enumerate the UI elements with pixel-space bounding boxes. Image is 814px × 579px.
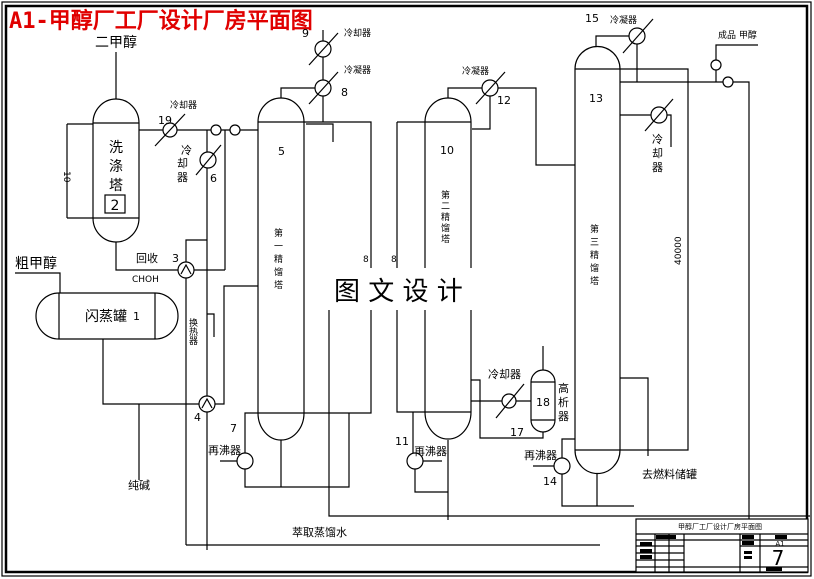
pump-icon <box>210 124 222 136</box>
reboiler-7-label: 再沸器 <box>208 444 241 457</box>
inner-frame <box>4 4 809 574</box>
wash-tower-label-3: 塔 <box>109 178 123 194</box>
cooler-19-number: 19 <box>158 114 172 127</box>
column-dimension-1: 8 <box>363 255 369 265</box>
cooler-17-label: 冷却器 <box>488 368 521 381</box>
exchanger-4-number: 4 <box>194 411 201 424</box>
wash-tower-label-1: 洗 <box>109 140 123 156</box>
exchanger-4-label: 换热器 <box>187 317 198 345</box>
separator-18-number: 18 <box>536 396 550 409</box>
condenser-12-label: 冷凝器 <box>462 65 489 77</box>
stream-choh: CHOH <box>132 275 159 285</box>
wash-tower-label-2: 涤 <box>109 159 123 175</box>
stream-recovery: 回收 <box>136 251 158 265</box>
stream-soda: 纯碱 <box>128 479 150 492</box>
flash-tank-label: 闪蒸罐 <box>85 309 127 325</box>
reboiler-11-number: 11 <box>395 435 409 448</box>
cooler-19-label: 冷却器 <box>170 99 197 111</box>
stream-crude-methanol: 粗甲醇 <box>15 255 57 272</box>
pump-icon <box>710 59 722 71</box>
reboiler-14-number: 14 <box>543 475 557 488</box>
reboiler-14-label: 再沸器 <box>524 449 557 462</box>
column-5-label: 第一精馏塔 <box>272 227 283 293</box>
column-13-label: 第三精馏塔 <box>588 223 599 289</box>
column-dimension-2: 8 <box>391 255 397 265</box>
condenser-15-number: 15 <box>585 12 599 25</box>
title-block-size: A1 <box>775 540 784 548</box>
cooler-6-number: 6 <box>210 172 217 185</box>
cooler-17-number: 17 <box>510 426 524 439</box>
cooler-9-number: 9 <box>302 27 309 40</box>
cooler-side-label-2: 却 <box>652 147 663 160</box>
pump-icon <box>229 124 241 136</box>
drawing-title: A1-甲醇厂工厂设计厂房平面图 <box>9 8 313 34</box>
title-block-drawing-name: 甲醇厂工厂设计厂房平面图 <box>678 522 762 531</box>
condenser-8-label: 冷凝器 <box>344 64 371 76</box>
cooler-6-label-3: 器 <box>177 171 188 184</box>
separator-18-label-1: 高 <box>558 381 569 395</box>
reboiler-11-label: 再沸器 <box>414 445 447 458</box>
wash-tower-dimension: 10 <box>61 171 71 183</box>
title-block <box>635 518 809 573</box>
exchanger-3 <box>177 261 195 279</box>
reboiler-7-number: 7 <box>230 422 237 435</box>
pump-icon <box>722 76 734 88</box>
column-10-number: 10 <box>440 144 454 157</box>
column-10-label: 第二精馏塔 <box>439 189 450 245</box>
cooler-6-label-1: 冷 <box>181 144 192 157</box>
exchanger-3-number: 3 <box>172 252 179 265</box>
cooler-9-label: 冷却器 <box>344 27 371 39</box>
column-5-number: 5 <box>278 145 285 158</box>
condenser-15-label: 冷凝器 <box>610 14 637 26</box>
stream-to-fuel-tank: 去燃料储罐 <box>642 467 697 481</box>
watermark: 图 文 设 计 <box>334 277 463 307</box>
separator-18-label-3: 器 <box>558 410 569 423</box>
flash-tank-number: 1 <box>133 310 140 323</box>
column-13-number: 13 <box>589 92 603 105</box>
stream-extraction-water: 萃取蒸馏水 <box>292 525 347 539</box>
stream-product-methanol: 成品 甲醇 <box>718 29 757 41</box>
separator-18-label-2: 析 <box>558 395 569 409</box>
cooler-side-label-3: 器 <box>652 161 663 174</box>
wash-tower-number: 2 <box>111 198 120 214</box>
stream-dimethyl-ether: 二甲醇 <box>95 34 137 51</box>
condenser-12-number: 12 <box>497 94 511 107</box>
exchanger-4 <box>198 395 216 413</box>
wash-tower-2 <box>92 98 140 243</box>
column-13-dimension: 40000 <box>674 236 684 265</box>
cooler-side-label-1: 冷 <box>652 133 663 146</box>
cooler-6-label-2: 却 <box>177 157 188 170</box>
title-block-sheet-number: 7 <box>772 546 785 570</box>
condenser-8-number: 8 <box>341 86 348 99</box>
